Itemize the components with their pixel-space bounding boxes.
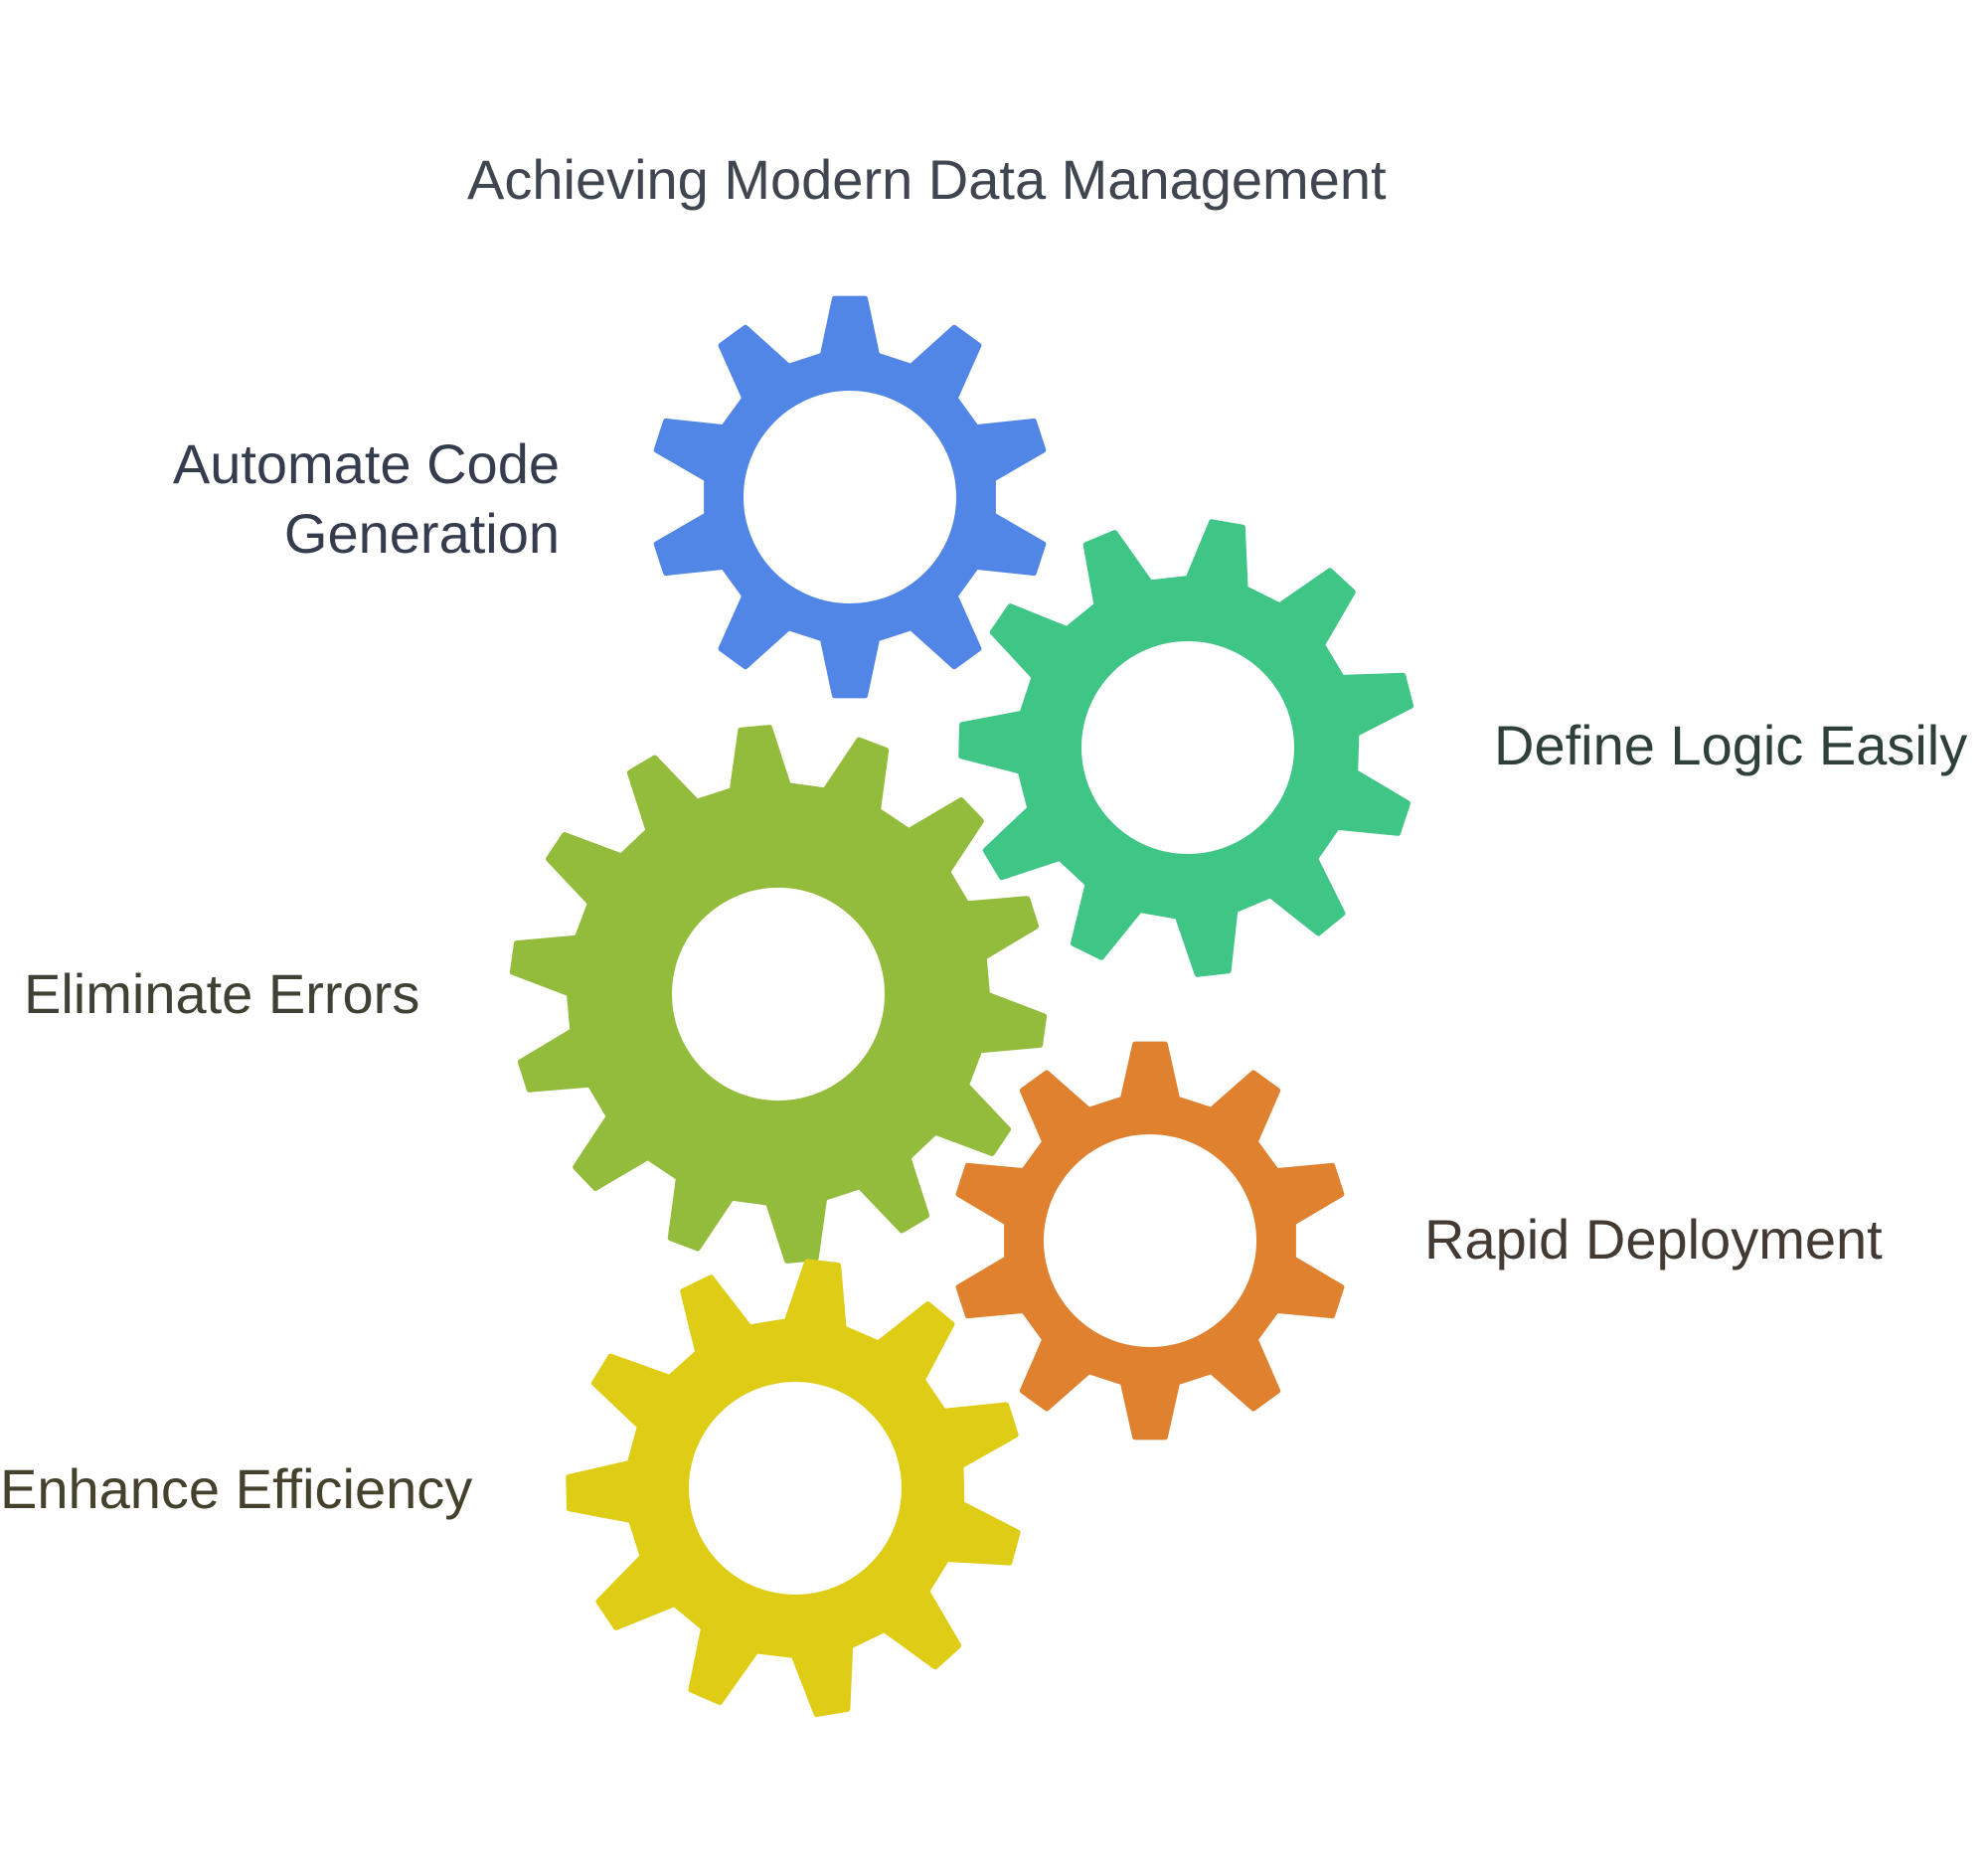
label-line: Eliminate Errors	[24, 962, 420, 1025]
label-line: Define Logic Easily	[1494, 714, 1968, 776]
label-line: Generation	[283, 502, 560, 565]
diagram-title: Achieving Modern Data Management	[467, 148, 1387, 211]
gear-eliminate-errors-icon	[509, 725, 1048, 1264]
label-line: Enhance Efficiency	[0, 1457, 473, 1520]
gear-define-logic-easily-icon	[958, 519, 1414, 977]
label-rapid-deployment: Rapid Deployment	[1424, 1205, 1883, 1274]
label-line: Automate Code	[172, 432, 560, 495]
label-automate-code-generation: Automate Code Generation	[173, 429, 560, 569]
gear-rapid-deployment-icon	[955, 1041, 1345, 1440]
gear-automate-code-generation-icon	[653, 295, 1047, 699]
gear-enhance-efficiency-icon	[566, 1259, 1021, 1717]
label-define-logic-easily: Define Logic Easily	[1494, 711, 1967, 780]
label-eliminate-errors: Eliminate Errors	[24, 959, 419, 1029]
label-enhance-efficiency: Enhance Efficiency	[0, 1454, 472, 1524]
label-line: Rapid Deployment	[1424, 1208, 1883, 1271]
